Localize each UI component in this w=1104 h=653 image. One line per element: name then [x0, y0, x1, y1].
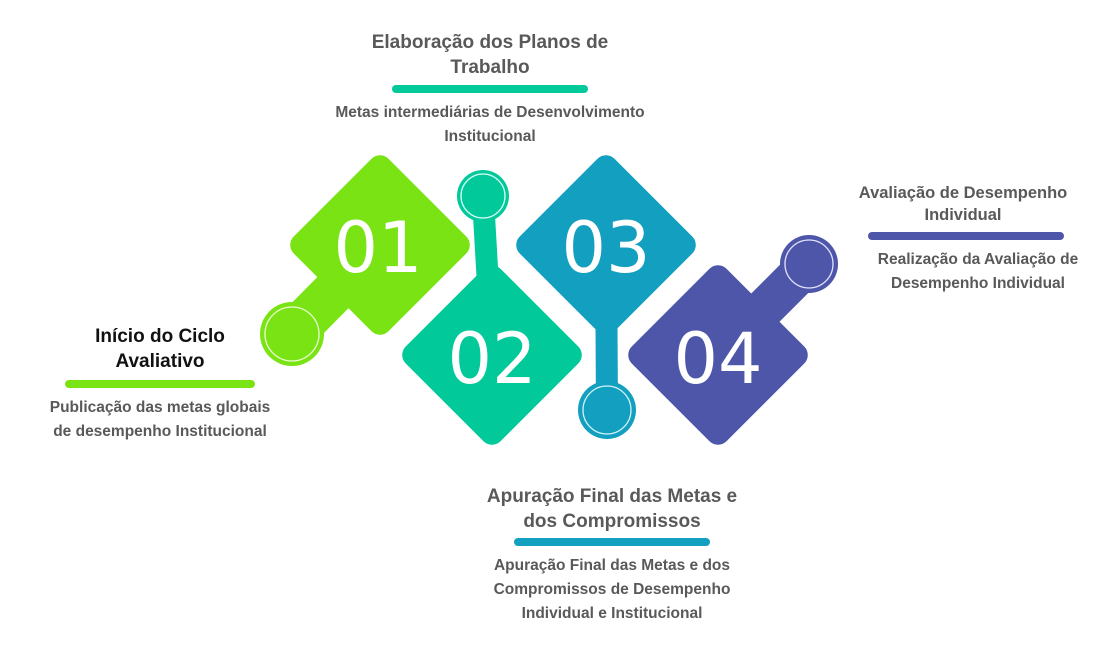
step-number: 02	[447, 318, 536, 400]
step-04-shape: 04	[628, 235, 838, 445]
step-03-title: Apuração Final das Metas e dos Compromis…	[486, 486, 738, 532]
step-03-label: Apuração Final das Metas e dos Compromis…	[447, 484, 777, 626]
step-number: 04	[673, 318, 762, 400]
step-01-shape: 01	[260, 155, 470, 366]
step-02-shape: 02	[402, 170, 582, 445]
step-02-description: Metas intermediárias de Desenvolvimento …	[335, 104, 645, 145]
step-03-accent-bar	[514, 538, 710, 546]
step-04-description: Realização da Avaliação de Desempenho In…	[877, 251, 1079, 292]
step-01-label: Início do Ciclo Avaliativo Publicação da…	[30, 324, 290, 444]
step-01-description: Publicação das metas globais de desempen…	[49, 399, 271, 440]
step-04-label: Avaliação de Desempenho Individual Reali…	[838, 182, 1088, 296]
step-01-accent-bar	[65, 380, 255, 388]
step-02-title: Elaboração dos Planos de Trabalho	[371, 32, 609, 78]
step-02-accent-bar	[392, 85, 588, 93]
step-04-title: Avaliação de Desempenho Individual	[858, 184, 1068, 224]
step-number: 03	[561, 207, 650, 289]
step-01-title: Início do Ciclo Avaliativo	[95, 326, 225, 372]
step-02-label: Elaboração dos Planos de Trabalho Metas …	[290, 30, 690, 149]
step-03-description: Apuração Final das Metas e dos Compromis…	[493, 557, 731, 622]
step-number: 01	[333, 207, 422, 289]
step-03-shape: 03	[516, 155, 696, 439]
step-04-accent-bar	[868, 232, 1064, 240]
